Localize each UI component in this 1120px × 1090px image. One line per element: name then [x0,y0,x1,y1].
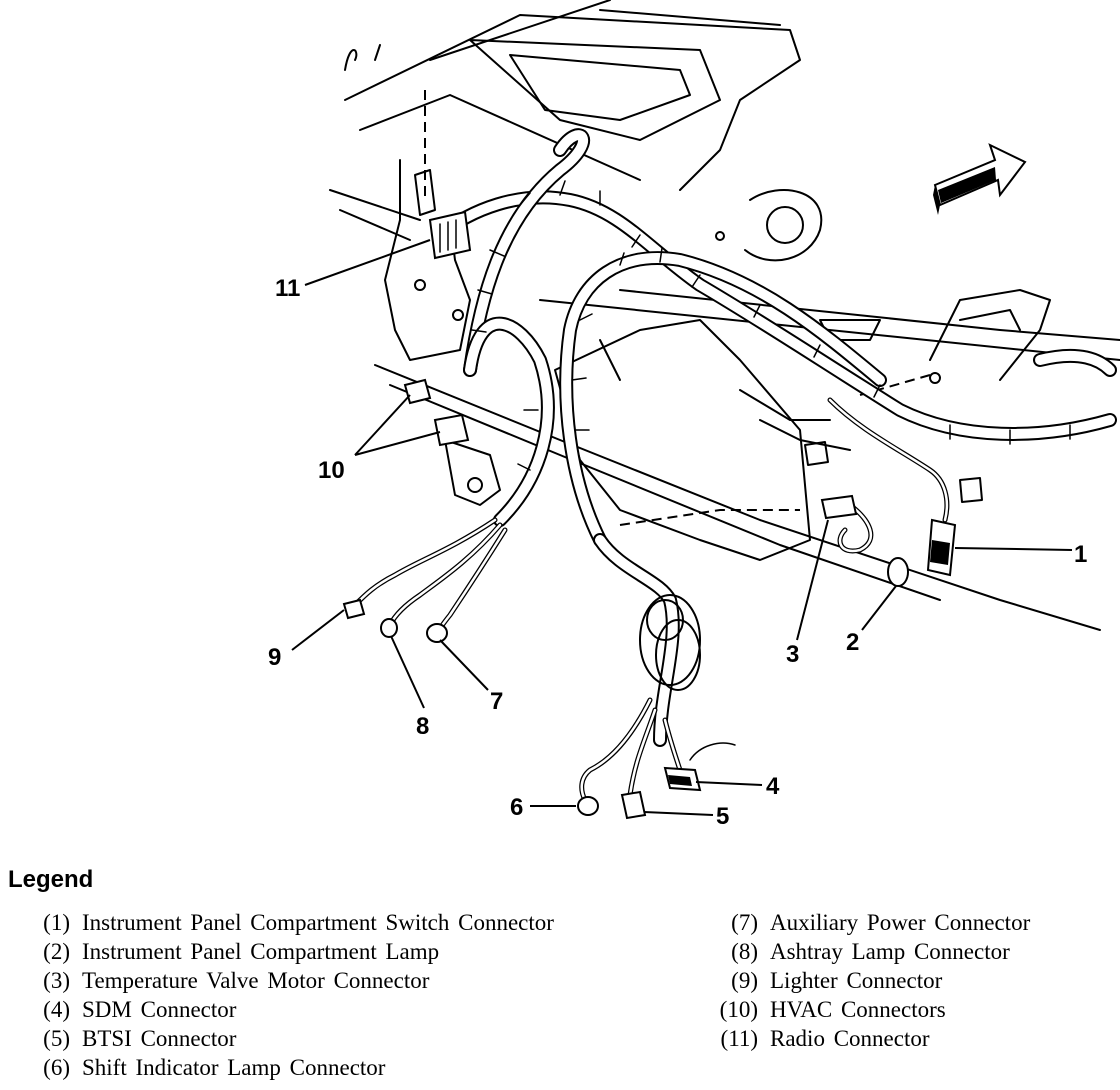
ashtray-lamp-connector [380,618,398,638]
wiring-harness [433,128,1117,747]
legend-number: (9) [731,968,758,993]
callout-7: 7 [490,688,503,715]
legend-item: (9) Lighter Connector [706,966,1030,995]
legend-number: (8) [731,939,758,964]
legend-number: (6) [43,1055,70,1080]
forward-direction-arrow [933,143,1027,215]
callout-8: 8 [416,713,429,740]
legend-text: Instrument Panel Compartment Switch Conn… [82,910,554,935]
legend-number: (3) [43,968,70,993]
legend-item: (6) Shift Indicator Lamp Connector [20,1053,554,1082]
callout-6: 6 [510,794,523,821]
legend-number: (1) [43,910,70,935]
callout-3: 3 [786,641,799,668]
hvac-connector-lower [433,413,470,447]
legend-item: (11) Radio Connector [706,1024,1030,1053]
legend-item: (8) Ashtray Lamp Connector [706,937,1030,966]
legend-item: (5) BTSI Connector [20,1024,554,1053]
hvac-connector-upper [403,378,432,405]
legend-left-column: (1) Instrument Panel Compartment Switch C… [20,908,554,1082]
legend-item: (3) Temperature Valve Motor Connector [20,966,554,995]
callout-9: 9 [268,644,281,671]
legend-text: Shift Indicator Lamp Connector [82,1055,386,1080]
legend-text: Radio Connector [770,1026,930,1051]
legend-right-column: (7) Auxiliary Power Connector (8) Ashtray … [706,908,1031,1053]
legend-text: Auxiliary Power Connector [770,910,1031,935]
callout-leaders [291,239,1073,816]
callout-4: 4 [766,773,780,800]
temperature-valve-motor-connector [820,494,858,520]
callout-5: 5 [716,803,729,830]
lighter-connector [342,598,366,620]
legend-item: (2) Instrument Panel Compartment Lamp [20,937,554,966]
callout-10: 10 [318,457,345,484]
legend-text: Ashtray Lamp Connector [770,939,1010,964]
legend-number: (2) [43,939,70,964]
callout-11: 11 [275,275,300,302]
legend-text: SDM Connector [82,997,237,1022]
legend-number: (5) [43,1026,70,1051]
legend-text: Temperature Valve Motor Connector [82,968,430,993]
auxiliary-power-connector [426,623,448,643]
legend-number: (7) [731,910,758,935]
btsi-connector [620,790,647,820]
instrument-panel-structure [329,0,1120,631]
legend-title: Legend [8,866,94,893]
radio-connector [428,210,472,260]
legend-number: (4) [43,997,70,1022]
legend-text: Lighter Connector [770,968,943,993]
legend-item: (1) Instrument Panel Compartment Switch C… [20,908,554,937]
shift-indicator-lamp-connector [577,796,599,816]
legend-number: (11) [720,1026,758,1051]
connectors [342,210,957,820]
legend-item: (4) SDM Connector [20,995,554,1024]
callout-labels: 1 2 3 4 5 6 7 8 9 10 11 [268,275,1087,830]
legend-number: (10) [719,997,758,1022]
branch-wires [352,397,950,803]
legend-item: (7) Auxiliary Power Connector [706,908,1030,937]
callout-2: 2 [846,629,859,656]
instrument-panel-compartment-lamp [887,557,909,587]
callout-1: 1 [1074,541,1087,568]
wiring-harness-diagram: 1 2 3 4 5 6 7 8 9 10 11 [268,0,1120,830]
legend-text: BTSI Connector [82,1026,237,1051]
legend-item: (10) HVAC Connectors [706,995,1030,1024]
legend-text: HVAC Connectors [770,997,946,1022]
legend-text: Instrument Panel Compartment Lamp [82,939,440,964]
